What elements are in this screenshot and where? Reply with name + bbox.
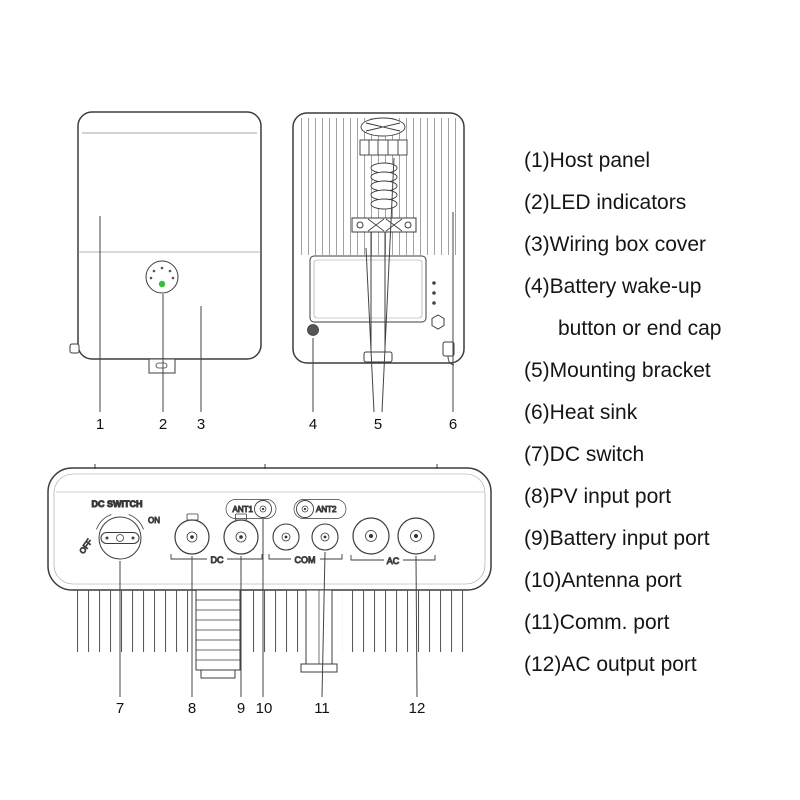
antenna-connector xyxy=(442,341,455,366)
on-label: ON xyxy=(148,516,160,525)
legend-label: (7)DC switch xyxy=(524,443,645,466)
ant2-label: ANT2 xyxy=(316,505,337,514)
ac-output-port-2 xyxy=(397,517,435,555)
comm-port-2 xyxy=(311,523,339,551)
side-clip xyxy=(69,343,80,354)
callout-4: 4 xyxy=(309,416,317,433)
callout-7: 7 xyxy=(116,700,124,717)
legend-label: (5)Mounting bracket xyxy=(524,359,711,382)
legend-label: (2)LED indicators xyxy=(524,191,687,214)
dc-switch xyxy=(96,514,144,560)
top-ticks xyxy=(94,464,438,469)
coil xyxy=(370,162,398,210)
back-led-dots xyxy=(432,281,436,305)
bottom-view: DC SWITCH ON OFF xyxy=(47,464,492,698)
mounting-bracket xyxy=(351,217,417,233)
legend-item-9: (9)Battery input port xyxy=(524,518,794,560)
front-callout-lines xyxy=(99,216,202,412)
legend-item-1: (1)Host panel xyxy=(524,140,794,182)
dc-switch-label: DC SWITCH xyxy=(92,499,143,509)
callout-10: 10 xyxy=(256,700,273,717)
callout-11: 11 xyxy=(314,700,330,717)
callout-1: 1 xyxy=(96,416,104,433)
dc-group-label: DC xyxy=(211,555,224,565)
ac-group-label: AC xyxy=(387,556,400,566)
callout-5: 5 xyxy=(374,416,382,433)
antenna-port-2 xyxy=(293,499,347,519)
pv-input-port-1 xyxy=(174,513,210,555)
ant1-label: ANT1 xyxy=(233,505,254,514)
bottom-body-inner xyxy=(53,473,486,585)
legend-item-12: (12)AC output port xyxy=(524,644,794,686)
legend-item-5: (5)Mounting bracket xyxy=(524,350,794,392)
callout-6: 6 xyxy=(449,416,457,433)
comm-port-1 xyxy=(272,523,300,551)
callout-9: 9 xyxy=(237,700,245,717)
gland-nut xyxy=(431,314,445,330)
legend-label: (6)Heat sink xyxy=(524,401,638,424)
legend-item-4: (4)Battery wake-up button or end cap xyxy=(524,266,794,350)
bottom-tab xyxy=(148,358,176,374)
legend-label: (1)Host panel xyxy=(524,149,651,172)
legend-item-11: (11)Comm. port xyxy=(524,602,794,644)
bottom-body xyxy=(47,467,492,591)
callout-12: 12 xyxy=(409,700,426,717)
callout-3: 3 xyxy=(197,416,205,433)
legend: (1)Host panel (2)LED indicators (3)Wirin… xyxy=(524,140,794,686)
com-group-label: COM xyxy=(295,555,316,565)
battery-wakeup-button xyxy=(307,324,319,336)
pv-input-port-2 xyxy=(223,513,259,555)
terminal-block xyxy=(195,589,241,679)
dc-switch-knob xyxy=(100,532,140,544)
front-body xyxy=(77,111,262,360)
center-bracket-foot xyxy=(300,589,338,673)
back-view xyxy=(292,112,465,413)
green-led-dot xyxy=(158,280,166,288)
group-brackets xyxy=(170,554,436,561)
legend-item-10: (10)Antenna port xyxy=(524,560,794,602)
legend-item-7: (7)DC switch xyxy=(524,434,794,476)
bottom-heat-sink xyxy=(72,589,466,679)
legend-label: (4)Battery wake-up xyxy=(524,275,702,298)
antenna-port-1 xyxy=(225,499,277,519)
legend-label: (8)PV input port xyxy=(524,485,672,508)
legend-item-3: (3)Wiring box cover xyxy=(524,224,794,266)
legend-item-2: (2)LED indicators xyxy=(524,182,794,224)
callout-8: 8 xyxy=(188,700,196,717)
top-gland xyxy=(359,117,408,156)
ac-output-port-1 xyxy=(352,517,390,555)
legend-label: (10)Antenna port xyxy=(524,569,682,592)
legend-item-8: (8)PV input port xyxy=(524,476,794,518)
callout-2: 2 xyxy=(159,416,167,433)
legend-item-6: (6)Heat sink xyxy=(524,392,794,434)
front-view xyxy=(69,111,262,412)
legend-label: (12)AC output port xyxy=(524,653,697,676)
legend-label: (11)Comm. port xyxy=(524,611,670,634)
legend-label: (9)Battery input port xyxy=(524,527,710,550)
legend-label: (3)Wiring box cover xyxy=(524,233,707,256)
back-callout-lines xyxy=(312,157,454,413)
led-indicator xyxy=(145,260,179,294)
bottom-callout-lines xyxy=(119,519,418,698)
legend-label-line2: button or end cap xyxy=(558,317,722,340)
